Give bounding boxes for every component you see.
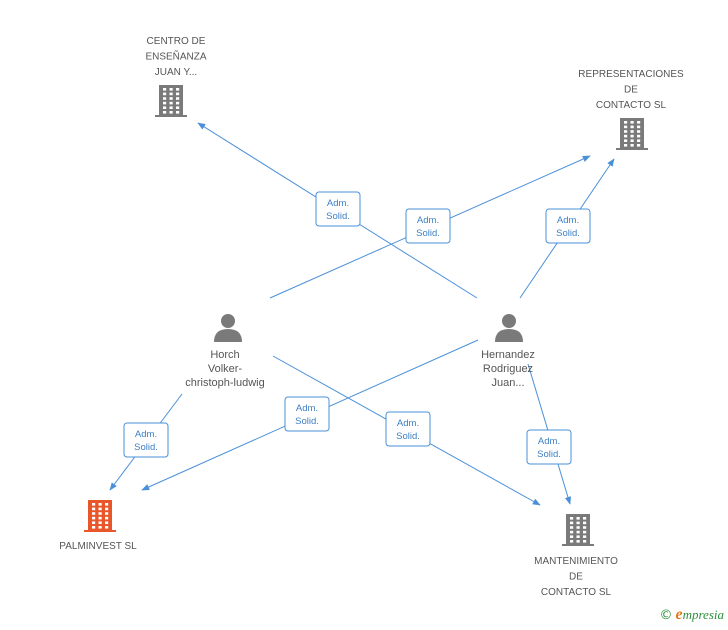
edge-label-hernandez-to-centro[interactable]: Adm. Solid. [315, 191, 361, 227]
edge-label-text: Solid. [537, 449, 561, 460]
brand-logo-text: mpresia [682, 607, 724, 622]
node-label-line: Volker- [208, 363, 243, 375]
node-label-line: MANTENIMIENTO [534, 556, 618, 567]
edge-label-text: Adm. [296, 403, 318, 414]
node-mantenimiento[interactable]: MANTENIMIENTO DE CONTACTO SL [534, 514, 618, 598]
node-label-line: DE [569, 572, 583, 583]
node-representaciones[interactable]: REPRESENTACIONES DE CONTACTO SL [578, 69, 684, 150]
edge-label-hernandez-to-palminvest[interactable]: Adm. Solid. [284, 396, 330, 432]
edge-label-box [405, 208, 451, 244]
edge-label-box [284, 396, 330, 432]
node-label-line: christoph-ludwig [185, 377, 264, 389]
edge-label-box [315, 191, 361, 227]
edge-label-hernandez-to-mantenimiento[interactable]: Adm. Solid. [526, 429, 572, 465]
node-label-line: DE [624, 85, 638, 96]
node-label-line: PALMINVEST SL [59, 541, 137, 552]
edge-label-text: Adm. [135, 429, 157, 440]
node-label-line: Horch [210, 349, 239, 361]
edge-label-text: Adm. [557, 215, 579, 226]
edge-label-box [123, 422, 169, 458]
edge-label-horch-to-mantenimiento[interactable]: Adm. Solid. [385, 411, 431, 447]
node-label-line: JUAN Y... [155, 67, 197, 78]
edge-label-text: Solid. [295, 416, 319, 427]
brand-logo-letter: e [675, 606, 683, 623]
building-icon [562, 514, 594, 546]
nodes-layer: CENTRO DE ENSEÑANZA JUAN Y... REPRESENTACIO… [59, 36, 684, 598]
node-centro[interactable]: CENTRO DE ENSEÑANZA JUAN Y... [145, 36, 207, 117]
person-icon [495, 314, 523, 342]
node-palminvest[interactable]: PALMINVEST SL [59, 500, 137, 552]
edge-label-box [545, 208, 591, 244]
edge-label-text: Solid. [416, 228, 440, 239]
edge-label-text: Adm. [327, 198, 349, 209]
node-label-line: Juan... [491, 377, 524, 389]
building-icon [84, 500, 116, 532]
edge-label-text: Solid. [326, 211, 350, 222]
edge-label-text: Adm. [397, 418, 419, 429]
edge-label-box [526, 429, 572, 465]
edge-label-horch-to-palminvest[interactable]: Adm. Solid. [123, 422, 169, 458]
edge-label-box [385, 411, 431, 447]
copyright-symbol: © [659, 607, 673, 623]
node-label-line: Hernandez [481, 349, 535, 361]
node-label-line: CENTRO DE [147, 36, 206, 47]
node-label-line: REPRESENTACIONES [578, 69, 684, 80]
node-label-line: ENSEÑANZA [145, 50, 206, 63]
edge-label-text: Adm. [538, 436, 560, 447]
edge-label-horch-to-representaciones[interactable]: Adm. Solid. [405, 208, 451, 244]
building-icon [616, 118, 648, 150]
node-label-line: CONTACTO SL [596, 100, 667, 111]
edge-labels-layer: Adm. Solid. Adm. Solid. Adm. Solid. Adm. Solid.… [123, 191, 591, 465]
node-hernandez[interactable]: HernandezRodriguezJuan... [481, 314, 535, 389]
node-label-line: Rodriguez [483, 363, 533, 375]
edge-label-text: Solid. [396, 431, 420, 442]
node-label-line: CONTACTO SL [541, 587, 612, 598]
edge-label-text: Solid. [134, 442, 158, 453]
edge-label-text: Adm. [417, 215, 439, 226]
edge-label-text: Solid. [556, 228, 580, 239]
building-icon [155, 85, 187, 117]
edge-label-hernandez-to-representaciones[interactable]: Adm. Solid. [545, 208, 591, 244]
person-icon [214, 314, 242, 342]
